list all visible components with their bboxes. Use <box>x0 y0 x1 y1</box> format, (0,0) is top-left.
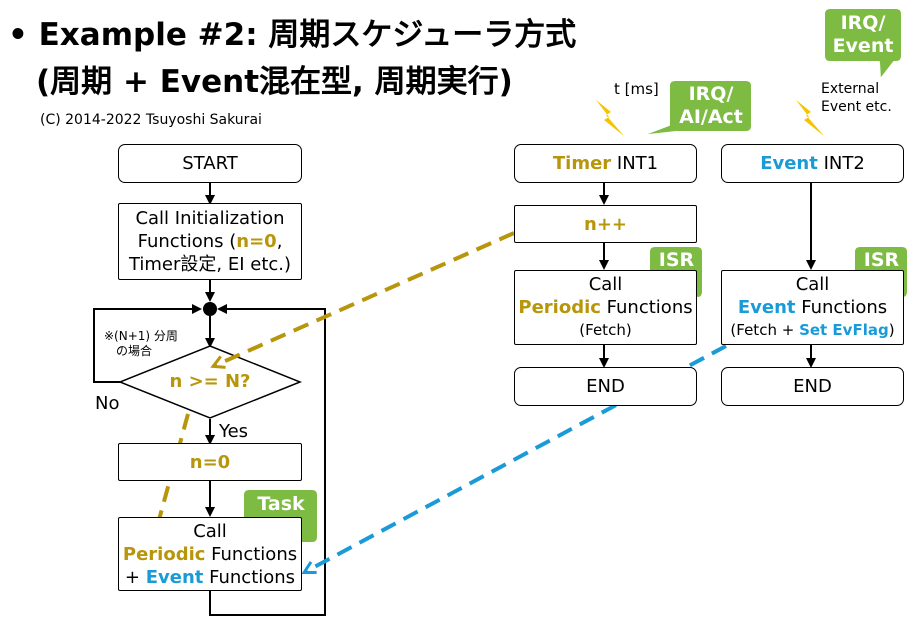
callout-irq-ai: IRQ/ AI/Act <box>679 83 743 128</box>
callout-task: Task /RE <box>257 493 305 538</box>
event-highlight: Event <box>760 153 818 174</box>
main-call-line3: + Event Functions <box>124 566 296 588</box>
time-unit-label: t [ms] <box>614 80 659 98</box>
int1-head-box: Timer INT1 <box>514 144 697 183</box>
int1-call-box: Call Periodic Functions (Fetch) <box>514 270 697 345</box>
int2-end-box: END <box>721 367 904 406</box>
init-box: Call Initialization Functions (n=0, Time… <box>118 203 302 280</box>
set-evflag-highlight: Set EvFlag <box>799 321 889 339</box>
main-call-line2: Periodic Functions <box>122 543 298 565</box>
init-line1: Call Initialization <box>135 208 285 229</box>
start-box: START <box>118 144 302 183</box>
callout-irq-ai-shape <box>639 79 753 137</box>
start-label: START <box>182 153 238 174</box>
yes-label: Yes <box>219 421 249 442</box>
slide-title-line1: • Example #2: 周期スケジューラ方式 <box>8 9 576 54</box>
reset-label: n=0 <box>189 451 231 473</box>
main-call-line1: Call <box>193 520 227 542</box>
external-event-label: External Event etc. <box>821 81 892 115</box>
slide-title-line2: (周期 + Event混在型, 周期実行) <box>36 64 513 100</box>
main-flow-arrows <box>93 183 326 616</box>
increment-box: n++ <box>514 205 697 243</box>
n-zero-highlight: n=0 <box>236 231 277 252</box>
increment-label: n++ <box>584 213 627 235</box>
division-note: ※(N+1) 分周 の場合 <box>104 329 178 358</box>
decision-diamond <box>117 345 303 419</box>
init-line2: Functions (n=0, <box>137 231 283 252</box>
callout-isr2: ISR /RE <box>863 249 900 294</box>
title-text-1: Example #2: 周期スケジューラ方式 <box>38 17 577 53</box>
copyright: (C) 2014-2022 Tsuyoshi Sakurai <box>40 112 262 128</box>
int2-call-box: Call Event Functions (Fetch + Set EvFlag… <box>721 270 904 345</box>
reset-box: n=0 <box>118 443 302 481</box>
int2-head-box: Event INT2 <box>721 144 904 183</box>
callout-isr1: ISR /RE <box>658 249 695 294</box>
lightning-icon-int1 <box>596 100 624 136</box>
merge-node <box>203 302 217 316</box>
arrow-no-loop <box>93 304 202 383</box>
init-line3: Timer設定, EI etc.) <box>128 254 292 275</box>
lightning-icon-int2 <box>796 100 824 136</box>
callout-irq-event: IRQ/ Event <box>832 12 894 57</box>
gold-dashed-signal-1 <box>214 231 515 366</box>
main-call-box: Call Periodic Functions + Event Function… <box>118 517 302 591</box>
no-label: No <box>95 393 120 414</box>
bullet-glyph: • <box>8 17 28 53</box>
callout-irq-event-shape <box>823 7 903 81</box>
arrow-return-loop <box>209 304 326 616</box>
int1-end-box: END <box>514 367 697 406</box>
decision-label: n >= N? <box>169 371 251 392</box>
timer-highlight: Timer <box>552 153 612 174</box>
